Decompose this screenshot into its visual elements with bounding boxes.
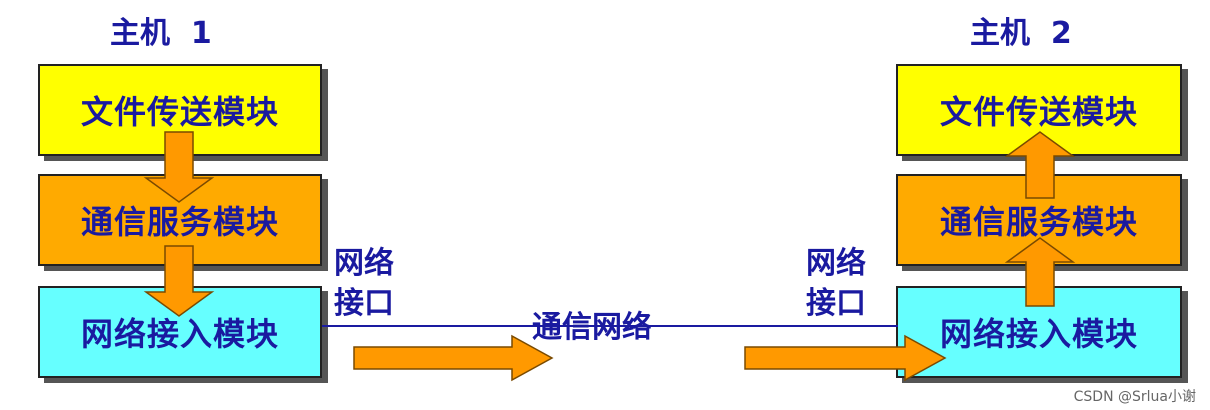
network-label: 通信网络 <box>532 310 652 345</box>
host2-interface-line1: 网络 <box>806 246 866 281</box>
host1-comm-service-module: 通信服务模块 <box>38 174 322 266</box>
host1-interface-line2: 接口 <box>334 286 394 321</box>
host2-interface-line2: 接口 <box>806 286 866 321</box>
network-arrow-1 <box>353 334 554 382</box>
host2-interface-label: 网络 接口 <box>806 244 866 324</box>
host1-interface-line1: 网络 <box>334 246 394 281</box>
host2-net-access-module: 网络接入模块 <box>896 286 1182 378</box>
host1-comm-service-label: 通信服务模块 <box>80 203 279 241</box>
host2-file-transfer-label: 文件传送模块 <box>939 93 1138 131</box>
watermark: CSDN @Srlua小谢 <box>1073 389 1196 405</box>
host2-comm-service-module: 通信服务模块 <box>896 174 1182 266</box>
host1-net-access-module: 网络接入模块 <box>38 286 322 378</box>
host1-file-transfer-label: 文件传送模块 <box>80 93 279 131</box>
host1-title: 主机 1 <box>110 16 212 51</box>
host1-net-access-label: 网络接入模块 <box>80 315 279 353</box>
host1-interface-label: 网络 接口 <box>334 244 394 324</box>
host2-file-transfer-module: 文件传送模块 <box>896 64 1182 156</box>
host2-net-access-label: 网络接入模块 <box>939 315 1138 353</box>
host2-title: 主机 2 <box>970 16 1072 51</box>
host1-file-transfer-module: 文件传送模块 <box>38 64 322 156</box>
host2-comm-service-label: 通信服务模块 <box>939 203 1138 241</box>
